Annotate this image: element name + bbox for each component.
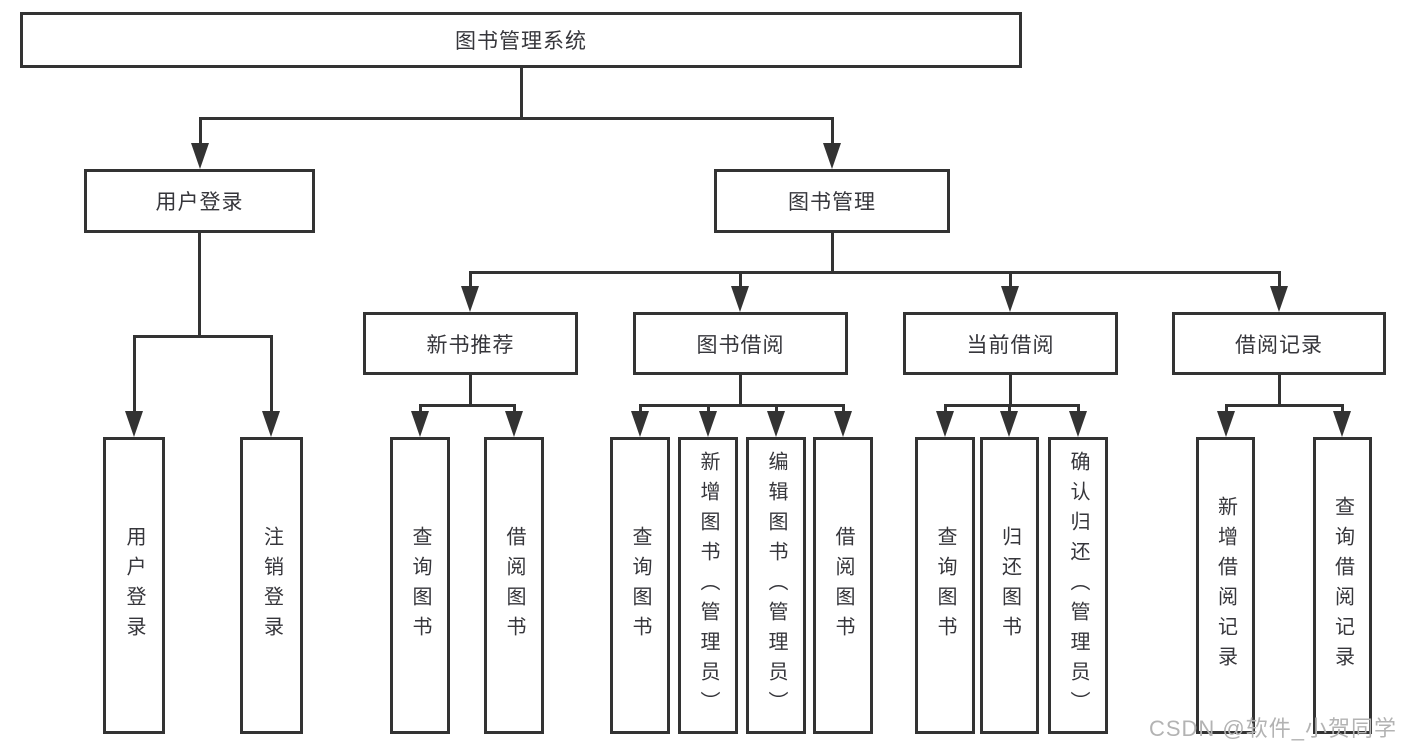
connector-hline [418, 403, 516, 407]
connector-hline [638, 403, 845, 407]
arrowhead-down-icon [631, 411, 649, 437]
connector-vline [1076, 405, 1080, 411]
arrowhead-down-icon [125, 411, 143, 437]
node-root-system: 图书管理系统 [20, 12, 1022, 68]
connector-hline [943, 403, 1080, 407]
arrowhead-down-icon [191, 143, 209, 169]
arrowhead-down-icon [505, 411, 523, 437]
arrowhead-down-icon [699, 411, 717, 437]
connector-vline [198, 118, 202, 143]
connector-vline [418, 405, 422, 411]
leaf-recommend-query-book: 查询图书 [390, 437, 450, 734]
arrowhead-down-icon [411, 411, 429, 437]
connector-vline [738, 375, 742, 405]
connector-vline [512, 405, 516, 411]
node-current-borrow: 当前借阅 [903, 312, 1118, 375]
connector-vline [706, 405, 710, 411]
connector-vline [1224, 405, 1228, 411]
arrowhead-down-icon [461, 286, 479, 312]
leaf-add-book-admin: 新增图书（管理员） [678, 437, 738, 734]
arrowhead-down-icon [767, 411, 785, 437]
connector-hline [468, 270, 1281, 274]
arrowhead-down-icon [823, 143, 841, 169]
leaf-borrow-query-book: 查询图书 [610, 437, 670, 734]
leaf-return-book: 归还图书 [980, 437, 1039, 734]
arrowhead-down-icon [262, 411, 280, 437]
arrowhead-down-icon [731, 286, 749, 312]
arrowhead-down-icon [1069, 411, 1087, 437]
connector-vline [1277, 375, 1281, 405]
connector-vline [468, 375, 472, 405]
node-user-login: 用户登录 [84, 169, 315, 233]
leaf-query-borrow-record: 查询借阅记录 [1313, 437, 1372, 734]
leaf-user-login: 用户登录 [103, 437, 165, 734]
arrowhead-down-icon [1217, 411, 1235, 437]
connector-vline [269, 336, 273, 411]
connector-vline [830, 118, 834, 143]
connector-vline [1277, 272, 1281, 286]
leaf-current-query-book: 查询图书 [915, 437, 975, 734]
node-new-book-recommend: 新书推荐 [363, 312, 578, 375]
connector-vline [1008, 272, 1012, 286]
arrowhead-down-icon [1270, 286, 1288, 312]
connector-vline [738, 272, 742, 286]
connector-vline [841, 405, 845, 411]
connector-vline [1008, 375, 1012, 405]
connector-vline [1340, 405, 1344, 411]
leaf-confirm-return-admin: 确认归还（管理员） [1048, 437, 1108, 734]
node-book-management: 图书管理 [714, 169, 950, 233]
leaf-add-borrow-record: 新增借阅记录 [1196, 437, 1255, 734]
connector-vline [830, 233, 834, 272]
connector-vline [197, 233, 201, 336]
arrowhead-down-icon [1001, 286, 1019, 312]
leaf-logout: 注销登录 [240, 437, 303, 734]
connector-vline [519, 68, 523, 118]
arrowhead-down-icon [1000, 411, 1018, 437]
leaf-borrow-book: 借阅图书 [813, 437, 873, 734]
leaf-recommend-borrow-book: 借阅图书 [484, 437, 544, 734]
arrowhead-down-icon [1333, 411, 1351, 437]
connector-vline [638, 405, 642, 411]
watermark-text: CSDN @软件_小贺同学 [1148, 716, 1397, 741]
connector-vline [943, 405, 947, 411]
node-borrow-records: 借阅记录 [1172, 312, 1386, 375]
connector-hline [198, 116, 834, 120]
arrowhead-down-icon [834, 411, 852, 437]
connector-hline [1224, 403, 1344, 407]
connector-hline [132, 334, 273, 338]
connector-vline [132, 336, 136, 411]
node-book-borrow: 图书借阅 [633, 312, 848, 375]
connector-vline [468, 272, 472, 286]
arrowhead-down-icon [936, 411, 954, 437]
leaf-edit-book-admin: 编辑图书（管理员） [746, 437, 806, 734]
connector-vline [1007, 405, 1011, 411]
connector-vline [774, 405, 778, 411]
